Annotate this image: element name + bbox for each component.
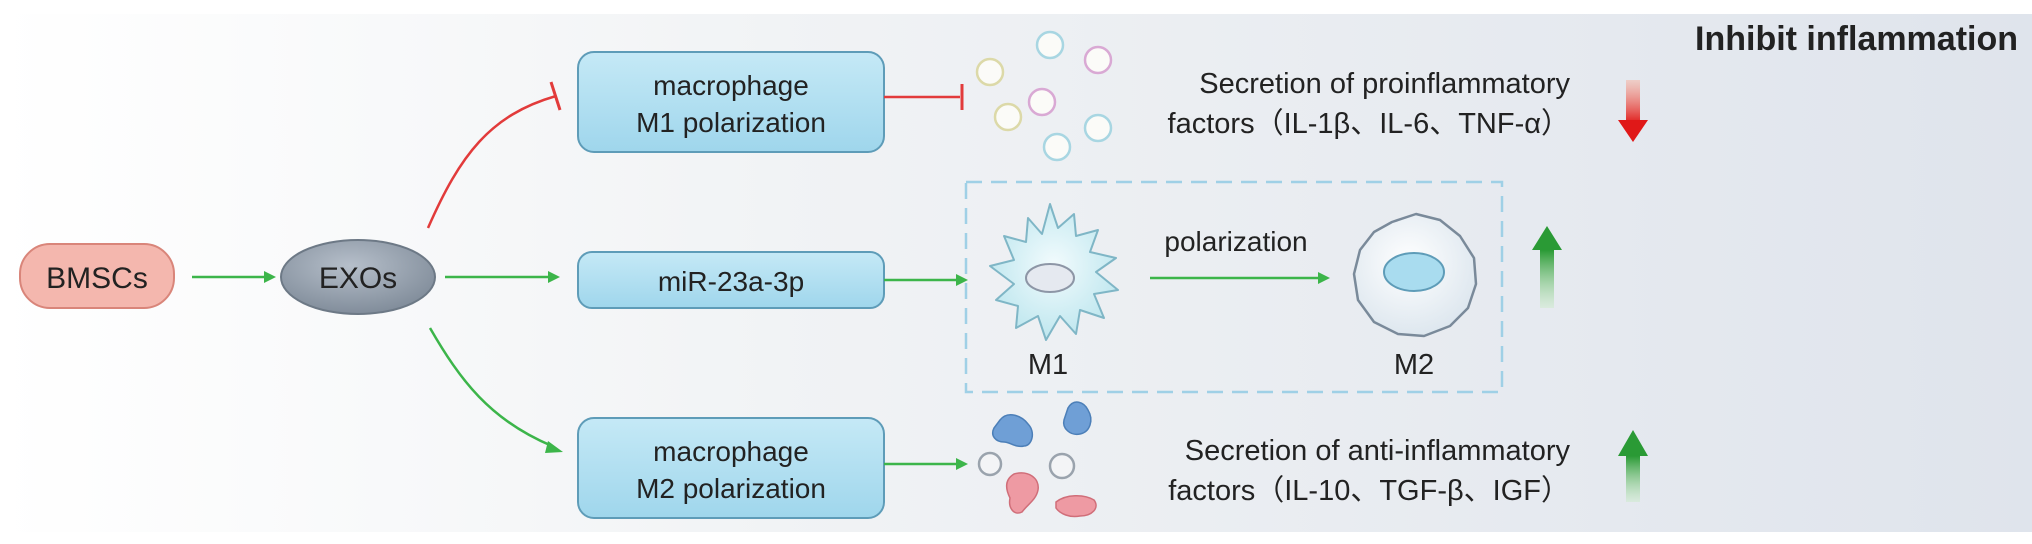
proinflammatory-vesicles [975,30,1113,162]
bmscs-node: BMSCs [19,243,175,309]
m1-inhibit-arrow [884,84,964,110]
anti-inflammatory-increase-arrow-icon [1618,430,1648,502]
m1-box-line1: macrophage [653,70,809,101]
exos-promote-m2-arrow [428,327,563,453]
m1-nucleus [1025,263,1075,293]
figure-title: Inhibit inflammation [1695,20,2018,58]
m2-cell [1352,212,1478,338]
mirna-to-m1-cell-arrow [884,274,968,286]
polarization-label: polarization [1164,226,1307,257]
m2-box-line2: M2 polarization [636,473,826,504]
proinflammatory-line1: Secretion of proinflammatory [1199,68,1570,100]
polarization-increase-arrow-icon [1532,226,1562,308]
exos-inhibit-m1-connector [426,81,562,229]
decrease-arrow-icon [1618,80,1648,142]
m1-polarization-box: macrophage M1 polarization [577,51,885,153]
m2-nucleus [1383,252,1445,292]
anti-inflammatory-line1: Secretion of anti-inflammatory [1185,435,1571,467]
mirna-box: miR-23a-3p [577,251,885,309]
anti-inflammatory-line2: factors（IL-10、TGF-β、IGF） [1168,475,1570,507]
exos-node: EXOs [280,239,436,315]
m2-box-line1: macrophage [653,436,809,467]
mirna-label: miR-23a-3p [658,266,804,297]
bmscs-to-exos-arrow [192,271,276,283]
anti-inflammatory-factors [977,401,1097,518]
m1-cell [989,203,1119,341]
m1-cell-label: M1 [1028,349,1068,381]
exos-to-mirna-arrow [445,271,560,283]
proinflammatory-line2: factors（IL-1β、IL-6、TNF-α） [1168,108,1570,140]
m2-cell-label: M2 [1394,349,1434,381]
bmscs-label: BMSCs [46,262,148,295]
m2-to-factors-arrow [884,458,968,470]
polarization-panel [964,180,1504,394]
exos-label: EXOs [319,262,397,295]
m1-box-line2: M1 polarization [636,107,826,138]
polarization-arrow [1150,272,1330,284]
m2-polarization-box: macrophage M2 polarization [577,417,885,519]
